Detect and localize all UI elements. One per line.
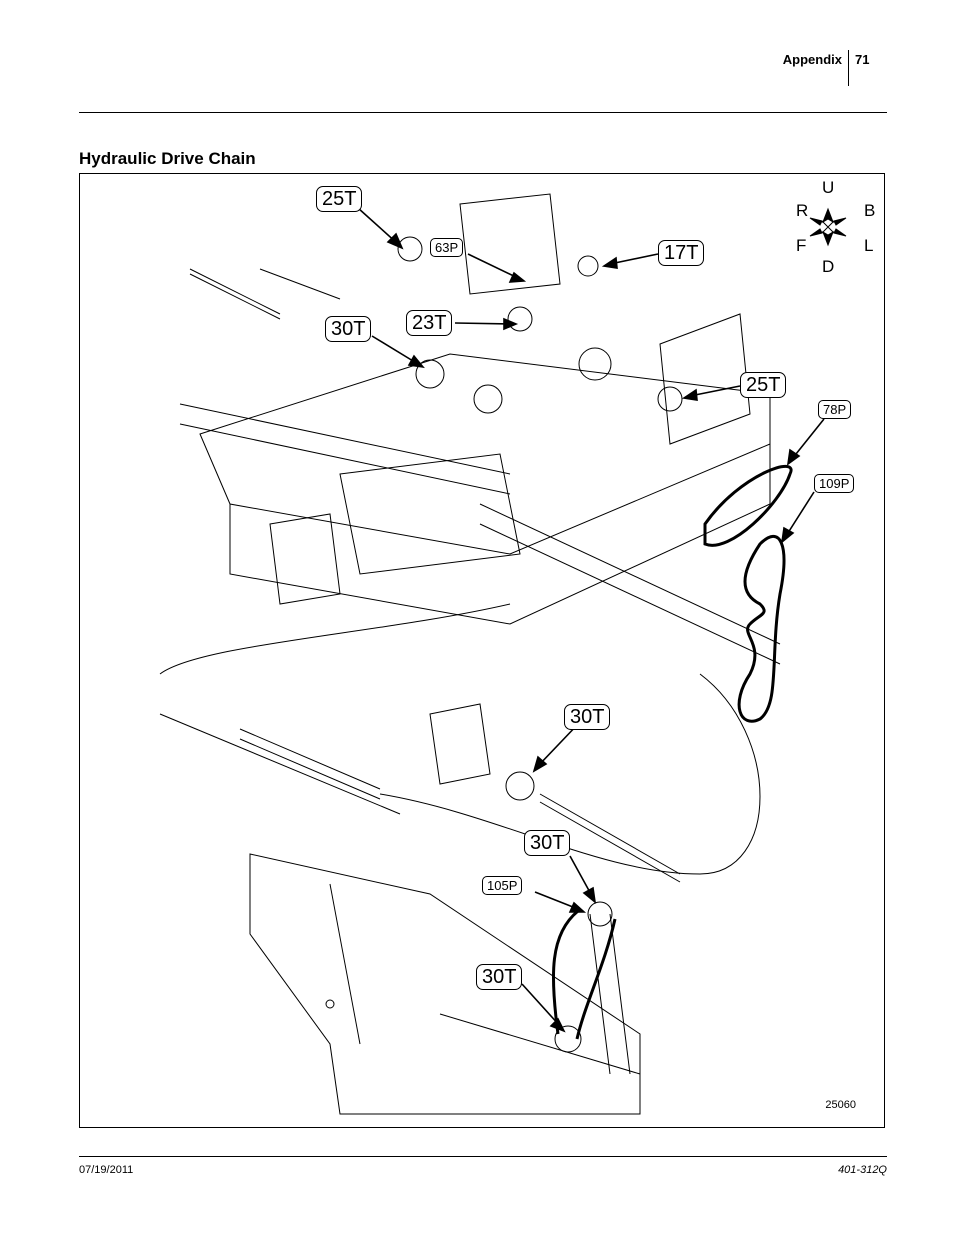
callout-30t-upper: 30T bbox=[325, 316, 372, 342]
header-section: Appendix bbox=[782, 52, 842, 67]
bottom-rule bbox=[79, 1156, 887, 1157]
callout-78p: 78P bbox=[818, 400, 852, 419]
callout-17t: 17T bbox=[658, 240, 705, 266]
callout-23t: 23T bbox=[406, 310, 453, 336]
compass-up: U bbox=[822, 178, 835, 197]
callout-30t-middle: 30T bbox=[564, 704, 611, 730]
page-number: 71 bbox=[855, 52, 870, 67]
callout-30t-bottom: 30T bbox=[476, 964, 523, 990]
callout-25t-top: 25T bbox=[316, 186, 363, 212]
footer-date: 07/19/2011 bbox=[79, 1164, 134, 1176]
compass-down: D bbox=[822, 257, 835, 276]
figure-number: 25060 bbox=[825, 1099, 856, 1111]
figure-illustration bbox=[159, 193, 847, 1115]
callout-25t-right: 25T bbox=[740, 372, 787, 398]
callout-63p: 63P bbox=[430, 238, 464, 257]
compass-back: B bbox=[864, 201, 876, 220]
callout-30t-lower: 30T bbox=[524, 830, 571, 856]
header-divider bbox=[848, 50, 849, 86]
section-title: Hydraulic Drive Chain bbox=[79, 149, 256, 168]
callout-105p: 105P bbox=[482, 876, 523, 895]
callout-109p: 109P bbox=[814, 474, 855, 493]
compass-left: L bbox=[864, 236, 874, 255]
compass-right: R bbox=[796, 201, 809, 220]
footer-doc-number: 401-312Q bbox=[838, 1164, 887, 1176]
compass-front: F bbox=[796, 236, 807, 255]
parts-figure: 25T 63P 17T 30T 23T 25T 78P 109P 30T 30T… bbox=[79, 173, 885, 1128]
top-rule bbox=[79, 112, 887, 113]
